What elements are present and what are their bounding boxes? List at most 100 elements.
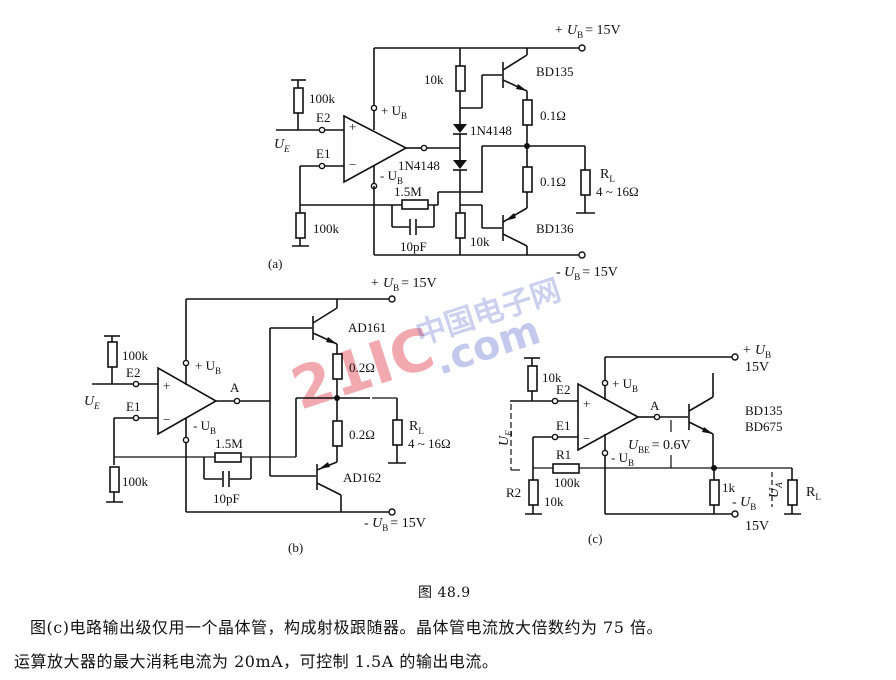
svg-text:+: + (583, 396, 590, 411)
label-c-feedback-b: 10pF (213, 491, 240, 506)
label-supply-neg-b: - U (364, 516, 383, 531)
svg-text:+ UB: + UB (381, 103, 407, 121)
resistor-0-1-top-a (522, 99, 533, 126)
resistor-1k-c (709, 479, 720, 506)
label-load-c: RL (806, 485, 821, 502)
resistor-1-5m-b (214, 452, 242, 463)
resistor-0-2-bot-b (332, 420, 343, 447)
label-input-a: UE (274, 137, 290, 154)
resistor-10k-bot-a (455, 212, 466, 239)
caption-a: (a) (268, 256, 282, 271)
label-e1-a: E1 (316, 146, 330, 161)
resistor-1-5m-a (401, 199, 429, 210)
terminal-pos-supply-b (388, 295, 396, 303)
label-supply-pos-c: + U (742, 343, 766, 358)
label-q-top-a: BD135 (536, 64, 574, 79)
label-load-range-b: 4 ~ 16Ω (408, 436, 451, 451)
label-supply-pos-a: + U (554, 23, 578, 38)
resistor-100k-gnd-a (295, 212, 306, 239)
resistor-10k-in-c (527, 365, 538, 392)
svg-text:- UB= 15V: - UB= 15V (364, 516, 426, 533)
resistor-100k-gnd-b (109, 466, 120, 493)
label-input-b: UE (84, 394, 100, 411)
label-r-gnd-a: 100k (313, 221, 340, 236)
label-e2-b: E2 (126, 365, 140, 380)
circuit-a: + − (268, 23, 639, 282)
label-node-a-b: A (230, 380, 240, 395)
label-r-in-a: 100k (309, 91, 336, 106)
load-resistor-c (787, 479, 798, 506)
label-r2-val-c: 10k (544, 494, 564, 509)
label-re-c: 1k (722, 480, 736, 495)
label-load-range-a: 4 ~ 16Ω (596, 184, 639, 199)
resistor-10k-top-a (455, 65, 466, 92)
description-line-2: 运算放大器的最大消耗电流为 20mA，可控制 1.5A 的输出电流。 (14, 652, 499, 671)
svg-text:+ UB= 15V: + UB= 15V (554, 23, 621, 40)
svg-text:+: + (349, 119, 356, 134)
label-re-top-a: 0.1Ω (540, 108, 566, 123)
label-q-c: BD135 (745, 403, 783, 418)
svg-text:+ UB: + UB (195, 358, 221, 376)
diode-1n4148-bot (453, 160, 467, 169)
terminal-pos-supply (578, 44, 586, 52)
opamp-a (343, 114, 408, 184)
label-r1-val-c: 100k (554, 475, 581, 490)
label-e1-b: E1 (126, 399, 140, 414)
label-q-bot-b: AD162 (343, 470, 381, 485)
label-r-bias-top-a: 10k (424, 72, 444, 87)
svg-text:- UB: - UB (732, 495, 756, 512)
diode-1n4148-top (453, 124, 467, 133)
label-r-feedback-a: 1.5M (394, 184, 422, 199)
load-resistor-a (580, 169, 591, 196)
label-e1-c: E1 (556, 418, 570, 433)
label-load-a: RL (600, 167, 615, 184)
label-supply-pos-b: + U (370, 276, 394, 291)
label-q-top-b: AD161 (348, 320, 386, 335)
svg-text:−: − (163, 412, 170, 427)
resistor-100k-in-a (293, 87, 304, 114)
resistor-0-1-bot-a (522, 166, 533, 193)
label-node-a-c: A (650, 398, 660, 413)
label-diode-bot: 1N4148 (398, 158, 440, 173)
load-resistor-b (392, 419, 403, 446)
label-re-bot-a: 0.1Ω (540, 174, 566, 189)
opamp-b (157, 366, 218, 436)
label-diode-top: 1N4148 (470, 123, 512, 138)
label-r-in-c: 10k (542, 370, 562, 385)
caption-b: (b) (288, 540, 303, 555)
label-supply-neg-c: - U (732, 495, 751, 510)
label-r-gnd-b: 100k (122, 474, 149, 489)
terminal-neg-supply (578, 251, 586, 259)
label-r-bias-bot-a: 10k (470, 234, 490, 249)
resistor-r1-c (552, 463, 580, 474)
svg-text:+ UB: + UB (612, 376, 638, 394)
svg-text:+ UB= 15V: + UB= 15V (370, 276, 437, 293)
label-e2-a: E2 (316, 110, 330, 125)
svg-text:−: − (349, 157, 356, 172)
terminal-neg-supply-c (731, 510, 739, 518)
svg-text:- UB: - UB (193, 418, 216, 436)
circuit-c: + − (497, 343, 821, 546)
svg-text:+ UB: + UB (742, 343, 771, 360)
svg-text:- UB: - UB (611, 450, 634, 468)
opamp-c (577, 382, 640, 452)
label-c-feedback-a: 10pF (400, 239, 427, 254)
label-input-c: UE (497, 430, 514, 446)
label-supply-neg-val-c: 15V (745, 519, 769, 534)
svg-text:+: + (163, 378, 170, 393)
label-e2-c: E2 (556, 382, 570, 397)
label-supply-neg-a: - U (556, 265, 575, 280)
label-q-alt-c: BD675 (745, 419, 783, 434)
resistor-r2-c (528, 479, 539, 506)
label-r2-name-c: R2 (506, 485, 521, 500)
resistor-100k-in-b (107, 341, 118, 368)
resistor-0-2-top-b (332, 353, 343, 380)
label-r-feedback-b: 1.5M (215, 436, 243, 451)
label-supply-pos-val-c: 15V (745, 360, 769, 375)
terminal-neg-supply-b (388, 508, 396, 516)
label-q-bot-a: BD136 (536, 221, 574, 236)
label-r-in-b: 100k (122, 348, 149, 363)
label-r1-name-c: R1 (556, 447, 571, 462)
circuit-b: + − (84, 276, 451, 555)
